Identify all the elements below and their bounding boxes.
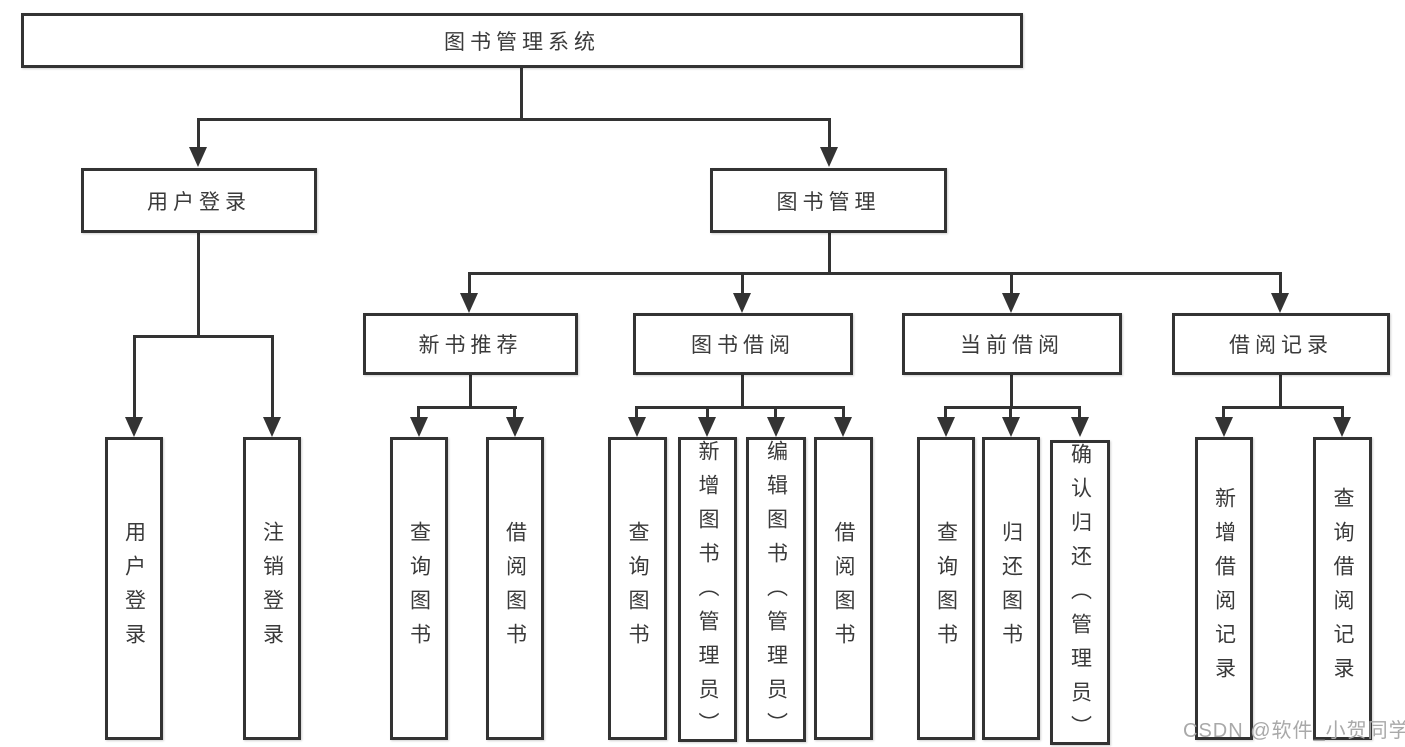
node-add-borrow-record: 新增借阅记录 [1195,437,1253,740]
node-borrow-books: 借阅图书 [486,437,544,740]
arrow-down-icon [460,293,478,313]
node-borrow-records: 借阅记录 [1172,313,1390,375]
connector-drop [774,406,777,420]
connector-records-branch [1222,406,1344,409]
connector-drop [271,335,274,419]
arrow-down-icon [1002,417,1020,437]
arrow-down-icon [937,417,955,437]
connector-drop [635,406,638,420]
node-query-books: 查询图书 [608,437,667,740]
connector-drop [513,406,516,420]
connector-current-stem [1010,375,1013,408]
connector-drop [741,272,744,296]
node-return-book: 归还图书 [982,437,1040,740]
connector-drop-book-management [828,118,831,150]
connector-drop [1009,406,1012,420]
arrow-down-icon [698,417,716,437]
arrow-down-icon [767,417,785,437]
node-current-borrow: 当前借阅 [902,313,1122,375]
node-label: 借阅图书 [832,520,856,657]
node-label: 图书借阅 [691,334,795,357]
arrow-down-icon [733,293,751,313]
connector-drop [1010,272,1013,296]
node-label: 编辑图书（管理员） [764,440,788,746]
connector-drop-user-login [197,118,200,150]
node-query-books: 查询图书 [390,437,448,740]
node-label: 借阅图书 [503,520,527,657]
connector-records-stem [1279,375,1282,408]
node-query-borrow-record: 查询借阅记录 [1313,437,1372,740]
node-label: 注销登录 [260,520,284,657]
node-label: 查询图书 [407,520,431,657]
node-label: 新书推荐 [418,334,523,357]
connector-drop [1078,406,1081,420]
node-label: 借阅记录 [1229,334,1333,357]
arrow-down-icon [820,147,838,167]
node-label: 新增借阅记录 [1212,486,1236,691]
connector-recommend-stem [469,375,472,408]
connector-user-login-branch [133,335,274,338]
arrow-down-icon [1271,293,1289,313]
connector-drop [1222,406,1225,420]
arrow-down-icon [125,417,143,437]
csdn-watermark: CSDN @软件_小贺同学 [1183,720,1405,742]
node-label: 图书管理 [776,190,881,214]
node-confirm-return-admin: 确认归还（管理员） [1050,440,1110,747]
connector-borrow-branch [635,406,844,409]
arrow-down-icon [189,147,207,167]
arrow-down-icon [1002,293,1020,313]
arrow-down-icon [628,417,646,437]
node-label: 图书管理系统 [444,30,600,54]
arrow-down-icon [1333,417,1351,437]
connector-borrow-stem [741,375,744,408]
connector-book-management-branch [468,272,1282,275]
node-label: 查询图书 [934,520,958,657]
connector-current-branch [944,406,1081,409]
node-user-login-branch: 用户登录 [81,168,317,233]
node-label: 确认归还（管理员） [1068,443,1092,747]
connector-drop [417,406,420,420]
connector-drop [1279,272,1282,296]
node-label: 查询借阅记录 [1331,486,1355,691]
arrow-down-icon [410,417,428,437]
node-label: 用户登录 [122,520,146,657]
node-label: 归还图书 [999,520,1023,657]
node-label: 新增图书（管理员） [696,440,720,746]
arrow-down-icon [1071,417,1089,437]
node-book-borrow: 图书借阅 [633,313,853,375]
arrow-down-icon [834,417,852,437]
connector-root-branch [197,118,831,121]
node-add-book-admin: 新增图书（管理员） [678,437,737,746]
connector-drop [944,406,947,420]
arrow-down-icon [1215,417,1233,437]
node-label: 当前借阅 [960,334,1064,357]
connector-drop [1341,406,1344,420]
connector-drop [468,272,471,296]
node-logout: 注销登录 [243,437,301,740]
connector-drop [842,406,845,420]
arrow-down-icon [263,417,281,437]
node-new-book-recommend: 新书推荐 [363,313,578,375]
node-query-books: 查询图书 [917,437,975,740]
connector-book-management-stem [828,232,831,274]
connector-user-login-stem [197,232,200,337]
connector-root-stem [520,68,523,120]
arrow-down-icon [506,417,524,437]
connector-recommend-branch [417,406,517,409]
node-label: 查询图书 [626,520,650,657]
node-label: 用户登录 [147,190,251,214]
connector-drop [706,406,709,420]
node-library-management-system: 图书管理系统 [21,13,1023,68]
node-user-login: 用户登录 [105,437,163,740]
node-borrow-books: 借阅图书 [814,437,873,740]
connector-drop [133,335,136,419]
node-edit-book-admin: 编辑图书（管理员） [746,437,806,746]
node-book-management: 图书管理 [710,168,947,233]
